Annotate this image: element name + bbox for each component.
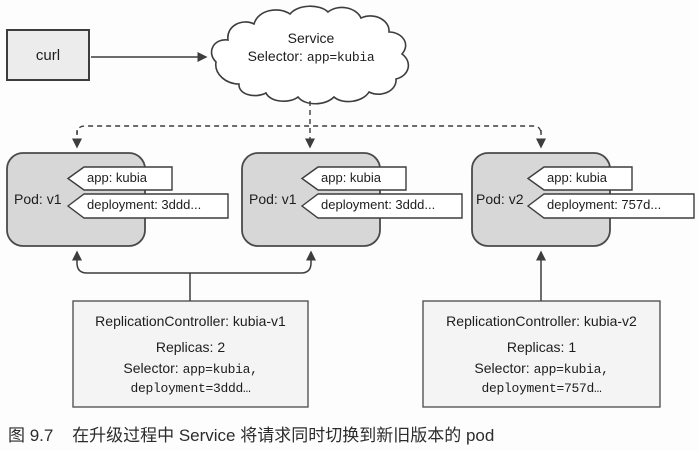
rc2-selector-value: app=kubia,: [533, 362, 609, 377]
rc1-title: ReplicationController: kubia-v1: [95, 313, 286, 329]
pod-3-deployment-label-tag: [526, 193, 695, 219]
rc1-selector-value2: deployment=3ddd…: [130, 381, 251, 396]
pod-3-app-label: app: kubia: [547, 170, 607, 185]
dashed-service-bus-line: [76, 125, 542, 135]
pod-1-app-label-tag: [66, 166, 173, 191]
pod-2-app-label-tag: [300, 166, 407, 191]
figure-caption-text: 在升级过程中 Service 将请求同时切换到新旧版本的 pod: [72, 426, 495, 445]
rc2-title: ReplicationController: kubia-v2: [446, 313, 637, 329]
curl-label-text: curl: [35, 46, 61, 64]
rc-kubia-v2-box: [422, 300, 661, 408]
rc1-arrow-to-pod-1: [72, 250, 190, 274]
rc2-selector-line: Selector: app=kubia,: [474, 359, 608, 379]
rc1-selector-label: Selector:: [123, 360, 179, 376]
service-cloud-text: Service Selector: app=kubia: [213, 29, 409, 67]
service-selector-label: Selector:: [247, 48, 303, 64]
pod-3-deployment-label: deployment: 757d...: [547, 197, 662, 212]
pod-1-name: Pod: v1: [14, 191, 62, 207]
service-title: Service: [287, 30, 335, 46]
rc-kubia-v2-content: ReplicationController: kubia-v2 Replicas…: [423, 301, 660, 407]
service-selector-line: Selector: app=kubia: [213, 47, 409, 67]
curl-box: [6, 29, 90, 81]
service-selector-value: app=kubia: [306, 50, 375, 65]
rc1-selector-line: Selector: app=kubia,: [123, 359, 257, 379]
pod-1-deployment-label-tag: [66, 193, 229, 219]
rc2-replicas: Replicas: 1: [506, 339, 577, 355]
rc1-replicas: Replicas: 2: [155, 339, 226, 355]
pod-3-name: Pod: v2: [476, 191, 524, 207]
rc2-selector-value2: deployment=757d…: [481, 381, 602, 396]
pod-1-app-label: app: kubia: [87, 170, 147, 185]
rc2-selector-label: Selector:: [474, 360, 530, 376]
pod-2-app-label: app: kubia: [321, 170, 381, 185]
service-cloud-shape: [210, 5, 410, 105]
figure-number: 图 9.7: [8, 426, 54, 445]
curl-client-label: curl: [7, 30, 89, 80]
pod-2-deployment-label-tag: [300, 193, 463, 219]
rc-kubia-v1-content: ReplicationController: kubia-v1 Replicas…: [73, 301, 308, 407]
pod-2-name: Pod: v1: [249, 191, 297, 207]
pod-1-deployment-label: deployment: 3ddd...: [87, 197, 202, 212]
rc-kubia-v1-box: [72, 300, 309, 408]
pod-2-deployment-label: deployment: 3ddd...: [321, 197, 436, 212]
figure-caption: 图 9.7 在升级过程中 Service 将请求同时切换到新旧版本的 pod: [8, 421, 698, 446]
pod-3-app-label-tag: [526, 166, 633, 191]
rc1-arrow-to-pod-2: [190, 250, 316, 274]
rc1-selector-value: app=kubia,: [182, 362, 258, 377]
